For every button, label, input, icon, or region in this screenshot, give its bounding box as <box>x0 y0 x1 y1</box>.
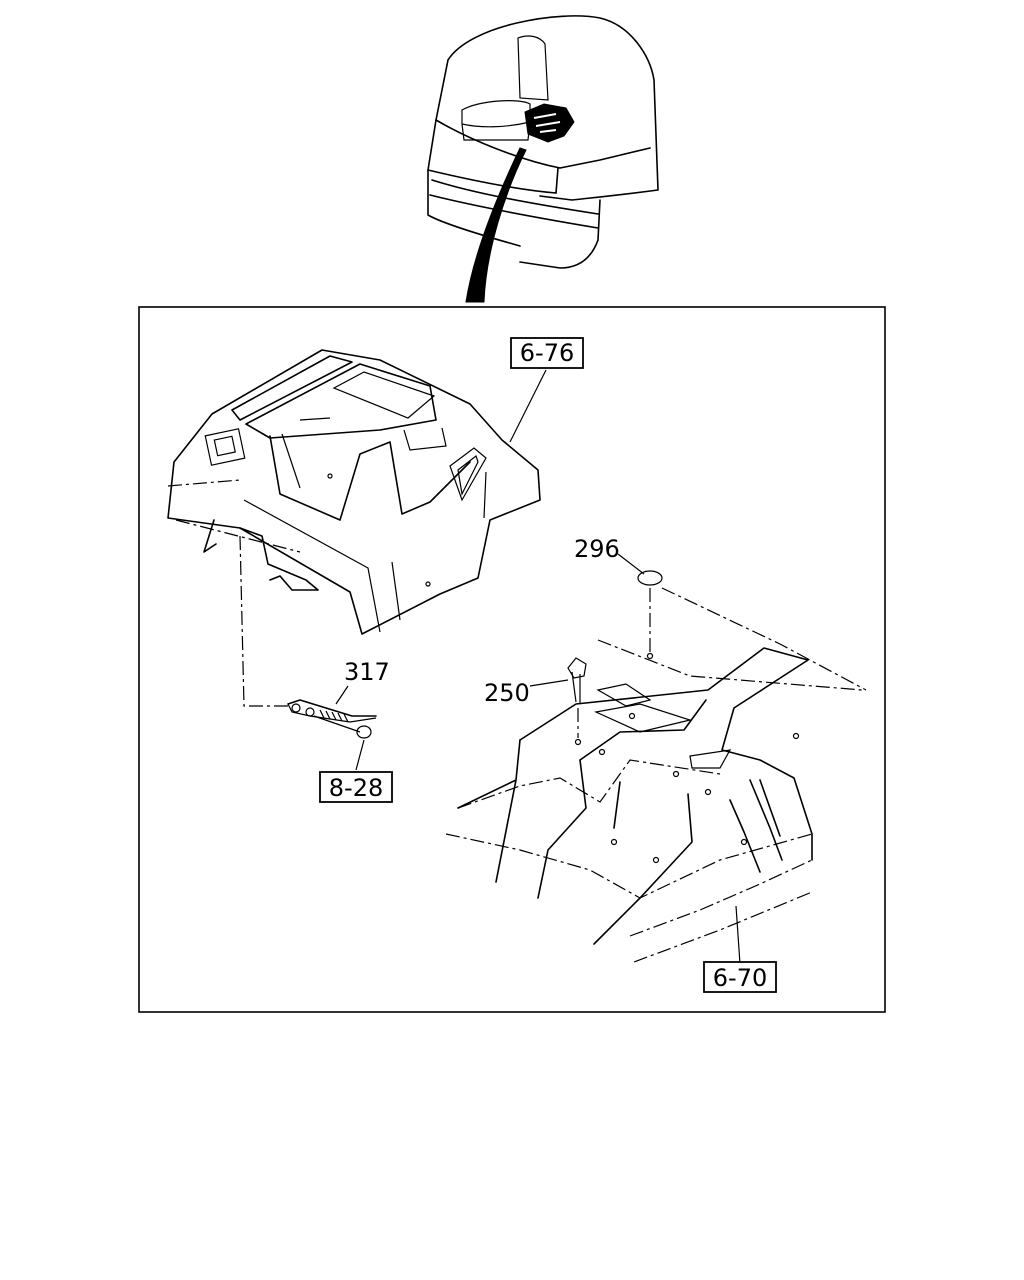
callout-6-76: 6-76 <box>510 337 584 369</box>
callout-296: 296 <box>574 535 620 563</box>
floor-tunnel-illustration <box>445 587 867 963</box>
callout-6-70: 6-70 <box>703 961 777 993</box>
cab-overview-illustration <box>427 15 659 303</box>
plug-part-296 <box>637 570 663 652</box>
detail-frame <box>138 306 886 1013</box>
part-250-label: 250 <box>484 679 530 707</box>
part-317-label: 317 <box>344 658 390 686</box>
callout-8-28: 8-28 <box>319 771 393 803</box>
ref-6-70-label: 6-70 <box>713 964 767 992</box>
callout-250: 250 <box>484 679 530 707</box>
leader-lines <box>335 369 741 965</box>
console-cover-illustration <box>167 349 541 635</box>
ref-6-76-label: 6-76 <box>520 339 574 367</box>
callout-317: 317 <box>344 658 390 686</box>
part-296-label: 296 <box>574 535 620 563</box>
ref-8-28-label: 8-28 <box>329 774 383 802</box>
clip-part-250 <box>567 657 587 738</box>
cable-part-317 <box>239 535 377 739</box>
